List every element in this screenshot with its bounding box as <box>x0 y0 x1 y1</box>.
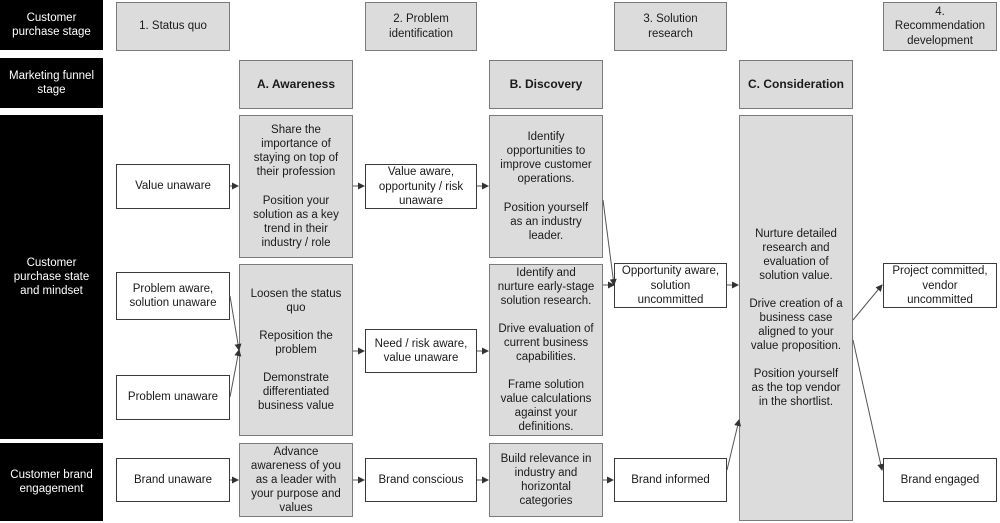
stage-solution-research: 3. Solution research <box>614 2 727 51</box>
stage-recommendation-development: 4. Recommendation development <box>883 2 997 51</box>
arrow-consideration-to-brand-engaged <box>852 339 885 471</box>
funnel-awareness: A. Awareness <box>239 60 353 109</box>
brand-unaware: Brand unaware <box>116 458 230 502</box>
awareness-action-brand: Advance awareness of you as a leader wit… <box>239 443 353 517</box>
funnel-consideration: C. Consideration <box>739 60 853 109</box>
state-value-unaware: Value unaware <box>116 164 230 209</box>
stage-problem-identification: 2. Problem identification <box>365 2 477 51</box>
state-value-aware: Value aware, opportunity / risk unaware <box>365 164 477 209</box>
line-problem-aware-to-awareness <box>229 295 242 351</box>
funnel-discovery: B. Discovery <box>489 60 603 109</box>
row-header-funnel-stage: Marketing funnel stage <box>0 58 103 108</box>
brand-engaged: Brand engaged <box>883 458 997 502</box>
discovery-action-mid: Identify and nurture early-stage solutio… <box>489 264 603 436</box>
stage-status-quo: 1. Status quo <box>116 2 230 51</box>
discovery-action-brand: Build relevance in industry and horizont… <box>489 443 603 517</box>
line-discovery-top-to-opportunity <box>602 199 617 286</box>
line-brand-informed-to-consideration <box>726 419 742 471</box>
brand-conscious: Brand conscious <box>365 458 477 502</box>
row-header-brand-engagement: Customer brand engagement <box>0 443 103 521</box>
line-problem-unaware-to-awareness <box>229 349 242 398</box>
awareness-action-top: Share the importance of staying on top o… <box>239 115 353 258</box>
state-problem-unaware: Problem unaware <box>116 375 230 420</box>
state-project-committed: Project committed, vendor uncommitted <box>883 263 997 308</box>
brand-informed: Brand informed <box>614 458 727 502</box>
consideration-action: Nurture detailed research and evaluation… <box>739 115 853 521</box>
discovery-action-top: Identify opportunities to improve custom… <box>489 115 603 258</box>
arrow-consideration-to-project-committed <box>852 284 883 321</box>
state-need-risk-aware: Need / risk aware, value unaware <box>365 329 477 373</box>
row-header-state-mindset: Customer purchase state and mindset <box>0 115 103 439</box>
state-opportunity-aware: Opportunity aware, solution uncommitted <box>614 263 727 308</box>
awareness-action-mid: Loosen the status quo Reposition the pro… <box>239 264 353 436</box>
row-header-purchase-stage: Customer purchase stage <box>0 0 103 50</box>
state-problem-aware: Problem aware, solution unaware <box>116 272 230 320</box>
